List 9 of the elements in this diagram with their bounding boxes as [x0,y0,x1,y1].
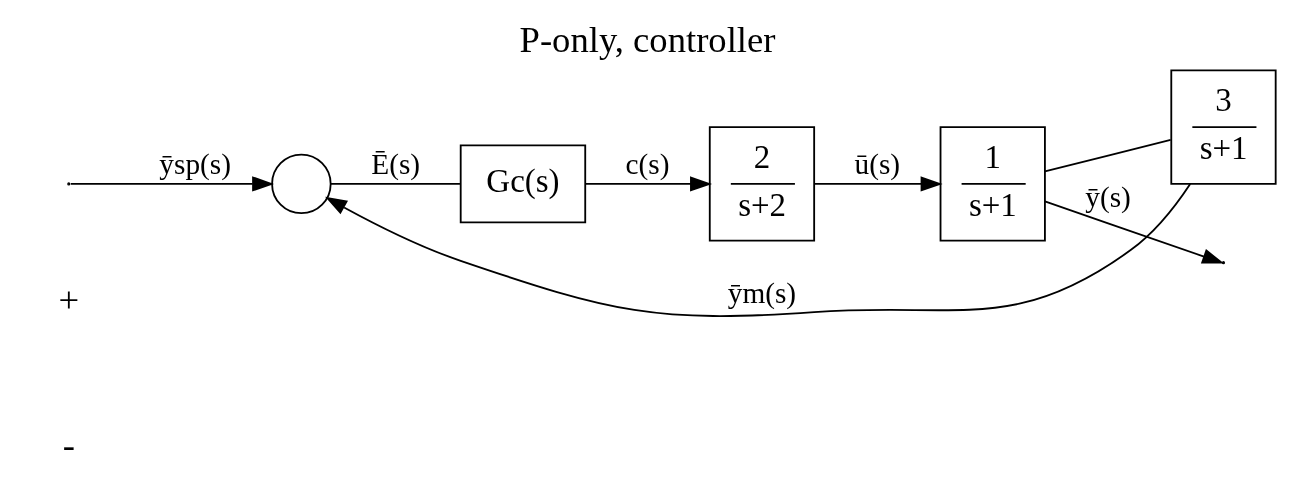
edge-label: ȳ(s) [1084,181,1131,214]
edge-label: Ē(s) [370,148,420,181]
label: + [57,279,79,321]
edge-label: ū(s) [854,148,900,181]
edge-label: ȳsp(s) [158,148,231,181]
edge-label: ȳm(s) [727,276,796,309]
label: - [62,423,75,465]
edge-label: c(s) [625,148,669,181]
diagram-title: P-only, controller [519,19,775,61]
